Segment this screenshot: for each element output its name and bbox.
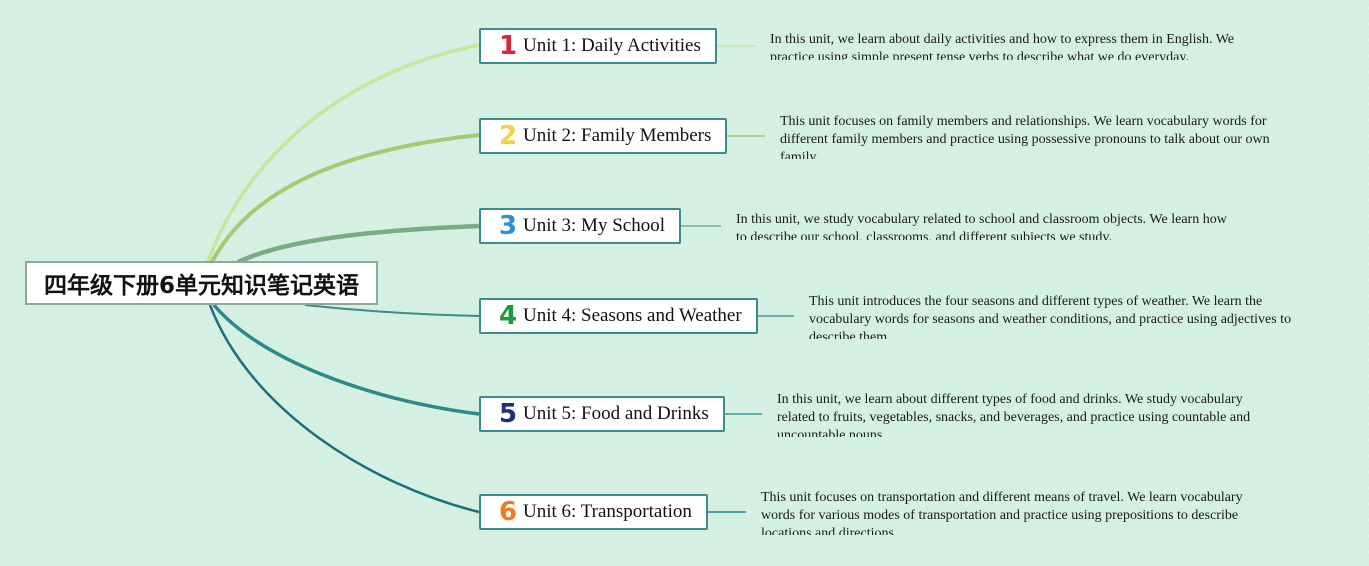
- root-topic[interactable]: 四年级下册6单元知识笔记英语: [25, 261, 378, 305]
- number-2-icon: 2: [498, 121, 518, 151]
- description-unit-2[interactable]: This unit focuses on family members and …: [780, 114, 1270, 159]
- topic-unit-3-label: Unit 3: My School: [523, 215, 665, 236]
- branch-line-unit-5: [212, 303, 480, 416]
- branch-line-unit-1: [206, 43, 480, 263]
- description-unit-4[interactable]: This unit introduces the four seasons an…: [809, 294, 1292, 339]
- branch-line-unit-6: [208, 304, 480, 514]
- number-3-icon: 3: [498, 211, 518, 241]
- topic-unit-6-label: Unit 6: Transportation: [523, 501, 692, 522]
- branch-line-unit-4: [304, 304, 480, 317]
- description-unit-3[interactable]: In this unit, we study vocabulary relate…: [736, 212, 1227, 240]
- number-5-icon: 5: [498, 399, 518, 429]
- topic-unit-1-label: Unit 1: Daily Activities: [523, 35, 701, 56]
- topic-unit-3[interactable]: 3 Unit 3: My School: [479, 208, 681, 244]
- topic-unit-4[interactable]: 4 Unit 4: Seasons and Weather: [479, 298, 758, 334]
- branch-line-unit-3: [237, 223, 480, 265]
- branch-line-unit-2: [210, 133, 480, 263]
- number-4-icon: 4: [498, 301, 518, 331]
- number-1-icon: 1: [498, 31, 518, 61]
- number-6-icon: 6: [498, 497, 518, 527]
- topic-unit-6[interactable]: 6 Unit 6: Transportation: [479, 494, 708, 530]
- topic-unit-2[interactable]: 2 Unit 2: Family Members: [479, 118, 728, 154]
- topic-unit-5-label: Unit 5: Food and Drinks: [523, 403, 709, 424]
- topic-unit-1[interactable]: 1 Unit 1: Daily Activities: [479, 28, 717, 64]
- description-unit-6[interactable]: This unit focuses on transportation and …: [761, 490, 1243, 535]
- description-unit-1[interactable]: In this unit, we learn about daily activ…: [770, 32, 1235, 60]
- topic-unit-2-label: Unit 2: Family Members: [523, 125, 712, 146]
- topic-unit-4-label: Unit 4: Seasons and Weather: [523, 305, 742, 326]
- topic-unit-5[interactable]: 5 Unit 5: Food and Drinks: [479, 396, 725, 432]
- description-unit-5[interactable]: In this unit, we learn about different t…: [777, 392, 1251, 437]
